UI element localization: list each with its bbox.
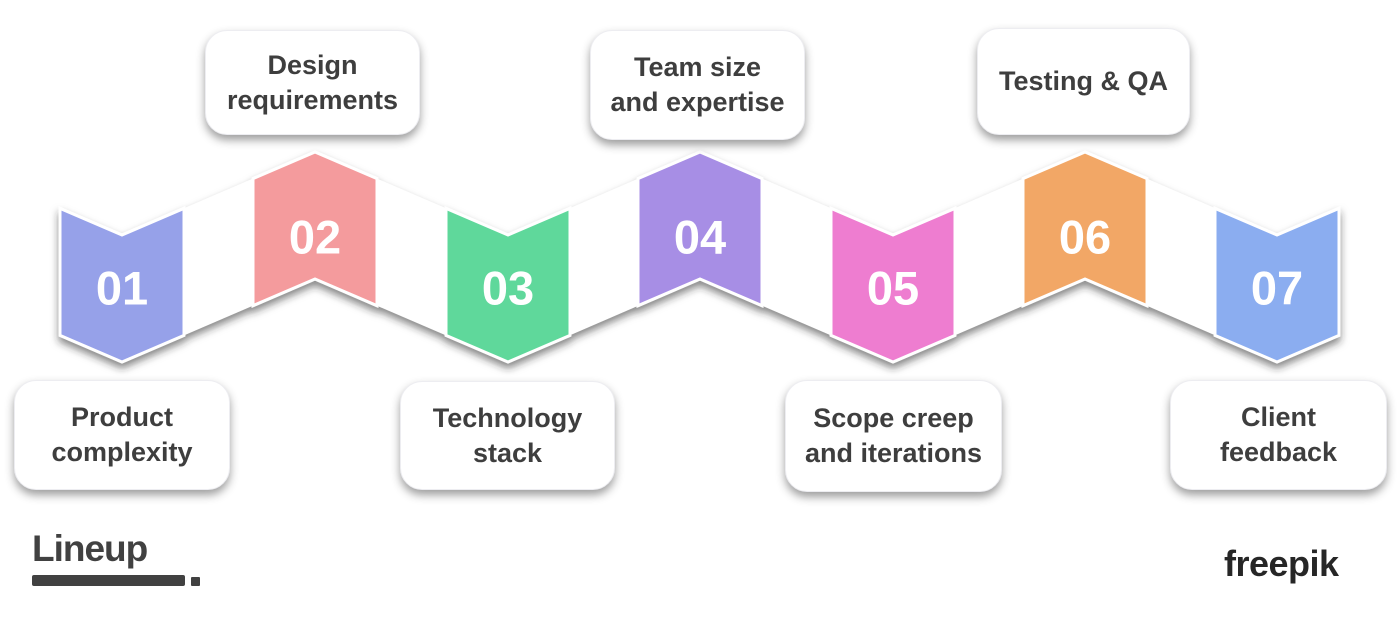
brand-logo-bar xyxy=(32,575,185,586)
factor-card-scope-creep: Scope creep and iterations xyxy=(785,380,1002,492)
factor-card-design-requirements: Design requirements xyxy=(205,30,420,135)
step-number-03: 03 xyxy=(482,262,534,315)
factor-card-testing-qa: Testing & QA xyxy=(977,28,1190,135)
step-chevron-06 xyxy=(1021,150,1149,308)
factor-card-product-complexity: Product complexity xyxy=(14,380,230,490)
step-number-01: 01 xyxy=(96,262,148,315)
step-number-05: 05 xyxy=(867,262,919,315)
brand-logo: Lineup xyxy=(32,530,200,586)
step-chevron-05 xyxy=(829,206,957,364)
step-chevron-03 xyxy=(444,206,572,364)
factor-card-team-size: Team size and expertise xyxy=(590,30,805,140)
brand-logo-dot xyxy=(191,577,200,586)
factor-card-client-feedback: Client feedback xyxy=(1170,380,1387,490)
step-number-04: 04 xyxy=(674,211,726,264)
brand-logo-wordmark: Lineup xyxy=(32,528,148,569)
step-chevron-04 xyxy=(636,150,764,308)
step-number-02: 02 xyxy=(289,211,341,264)
brand-logo-underline xyxy=(32,575,200,586)
step-chevron-01 xyxy=(58,206,186,364)
step-chevron-07 xyxy=(1213,206,1341,364)
step-number-06: 06 xyxy=(1059,211,1111,264)
step-number-07: 07 xyxy=(1251,262,1303,315)
factor-card-technology-stack: Technology stack xyxy=(400,381,615,490)
watermark-logo: freepik xyxy=(1224,543,1339,584)
step-chevron-02 xyxy=(251,150,379,308)
